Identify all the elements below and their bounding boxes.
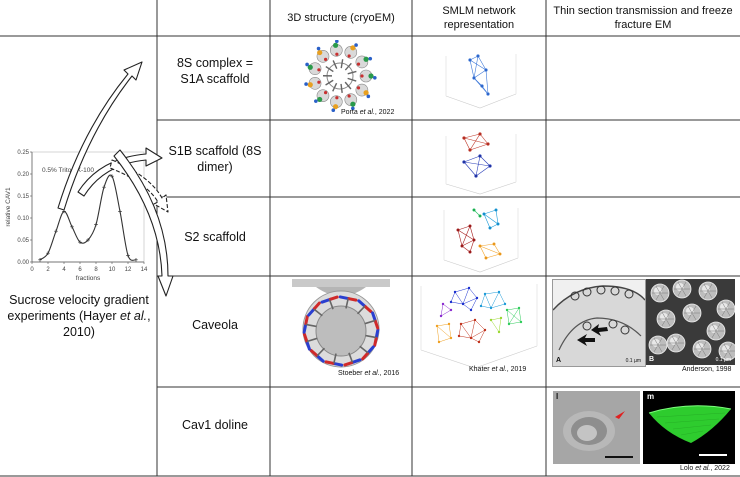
y-tick-label: 0.05 — [17, 238, 29, 244]
scale-label-b: 0.1 µm — [715, 357, 731, 363]
data-point — [78, 240, 82, 244]
data-point — [134, 258, 138, 262]
citation-khater: Khater et al., 2019 — [469, 366, 527, 373]
data-point — [102, 185, 106, 189]
smlm-s2-network-image — [443, 208, 519, 273]
em-doline-image: l — [553, 391, 640, 464]
data-point — [54, 229, 58, 233]
left-caption: Sucrose velocity gradient experiments (H… — [7, 293, 151, 339]
data-point — [46, 251, 50, 255]
panel-label-a: A — [556, 357, 562, 364]
cryoem-8s-ring-image — [304, 40, 377, 112]
y-tick-label: 0.10 — [17, 216, 29, 222]
citation-porta: Porta et al., 2022 — [341, 109, 395, 116]
x-tick-label: 4 — [62, 267, 66, 273]
header-3d-structure: 3D structure (cryoEM) — [287, 12, 395, 24]
chart-x-label: fractions — [76, 275, 101, 282]
data-point — [86, 238, 90, 242]
panel-label-m: m — [647, 392, 655, 401]
em-freeze-fracture-image: B 0.1 µm — [646, 279, 735, 365]
arrow-to-caveola — [113, 149, 174, 297]
data-point — [38, 258, 42, 262]
cryoem-caveola-cage-image — [292, 279, 390, 368]
citation-anderson: Anderson, 1998 — [682, 366, 732, 373]
row-label-caveola: Caveola — [192, 318, 238, 332]
header-smlm: SMLM network representation — [442, 5, 516, 31]
x-tick-label: 8 — [94, 267, 98, 273]
panel-label-l: l — [556, 392, 559, 401]
row-label-s1b-scaffold: S1B scaffold (8S dimer) — [168, 144, 262, 174]
y-tick-label: 0.20 — [17, 172, 29, 178]
em-thin-section-image: A 0.1 µm — [552, 279, 646, 367]
fraction-arrows — [57, 61, 174, 297]
x-tick-label: 14 — [141, 267, 148, 273]
smlm-s1b-network-image — [445, 132, 517, 195]
arrow-to-s1b — [77, 147, 163, 197]
data-point — [110, 174, 114, 178]
smlm-s1a-network-image — [445, 54, 517, 109]
citation-stoeber: Stoeber et al., 2016 — [338, 370, 400, 377]
sucrose-gradient-chart: 0 2 4 6 8 10 12 14 0.00 0.05 0.10 0.15 0.20 0.25 0.5%… — [5, 150, 148, 282]
data-point — [126, 253, 130, 258]
row-label-cav1-doline: Cav1 doline — [181, 418, 248, 432]
row-label-8s-complex: 8S complex = S1A scaffold — [176, 56, 254, 86]
arrow-to-s1a — [57, 61, 143, 211]
data-point — [70, 225, 74, 229]
x-tick-label: 6 — [78, 267, 82, 273]
row-label-s2-scaffold: S2 scaffold — [184, 230, 246, 244]
em-doline-3d-image: m — [643, 391, 735, 464]
citation-lolo: Lolo et al., 2022 — [680, 465, 730, 472]
header-em: Thin section transmission and freeze fra… — [553, 5, 733, 31]
x-tick-label: 12 — [125, 267, 132, 273]
x-tick-label: 0 — [30, 267, 34, 273]
y-tick-label: 0.25 — [17, 150, 29, 156]
chart-annotation: 0.5% Triton X-100 — [42, 167, 94, 174]
y-tick-label: 0.00 — [17, 260, 29, 266]
y-tick-label: 0.15 — [17, 194, 29, 200]
x-tick-label: 10 — [109, 267, 116, 273]
panel-label-b: B — [649, 356, 655, 363]
x-tick-label: 2 — [46, 267, 50, 273]
scale-label-a: 0.1 µm — [625, 358, 641, 364]
data-point — [94, 222, 98, 227]
chart-y-label: relative CAV1 — [5, 187, 12, 227]
smlm-caveola-network-image — [420, 284, 538, 369]
data-point — [118, 209, 122, 214]
